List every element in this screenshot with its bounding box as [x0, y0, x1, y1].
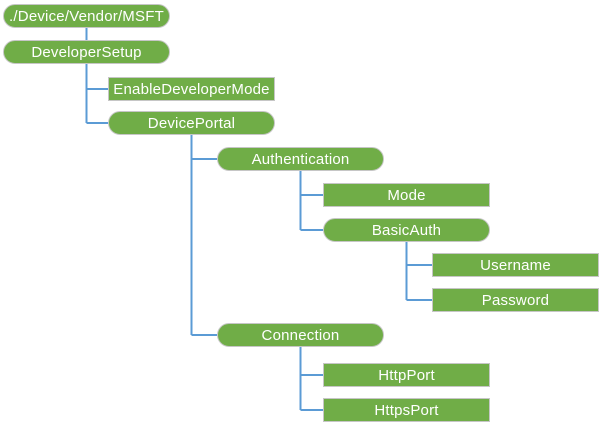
tree-node-device-vendor-msft: ./Device/Vendor/MSFT: [3, 4, 170, 28]
tree-node-connection: Connection: [217, 323, 384, 347]
tree-node-httpsport: HttpsPort: [323, 398, 490, 422]
tree-node-authentication: Authentication: [217, 147, 384, 171]
tree-node-mode: Mode: [323, 183, 490, 207]
tree-node-basicauth: BasicAuth: [323, 218, 490, 242]
tree-node-enabledevelopermode: EnableDeveloperMode: [108, 77, 275, 101]
tree-node-developersetup: DeveloperSetup: [3, 40, 170, 64]
tree-node-password: Password: [432, 288, 599, 312]
tree-node-httpport: HttpPort: [323, 363, 490, 387]
tree-node-username: Username: [432, 253, 599, 277]
tree-node-deviceportal: DevicePortal: [108, 111, 275, 135]
